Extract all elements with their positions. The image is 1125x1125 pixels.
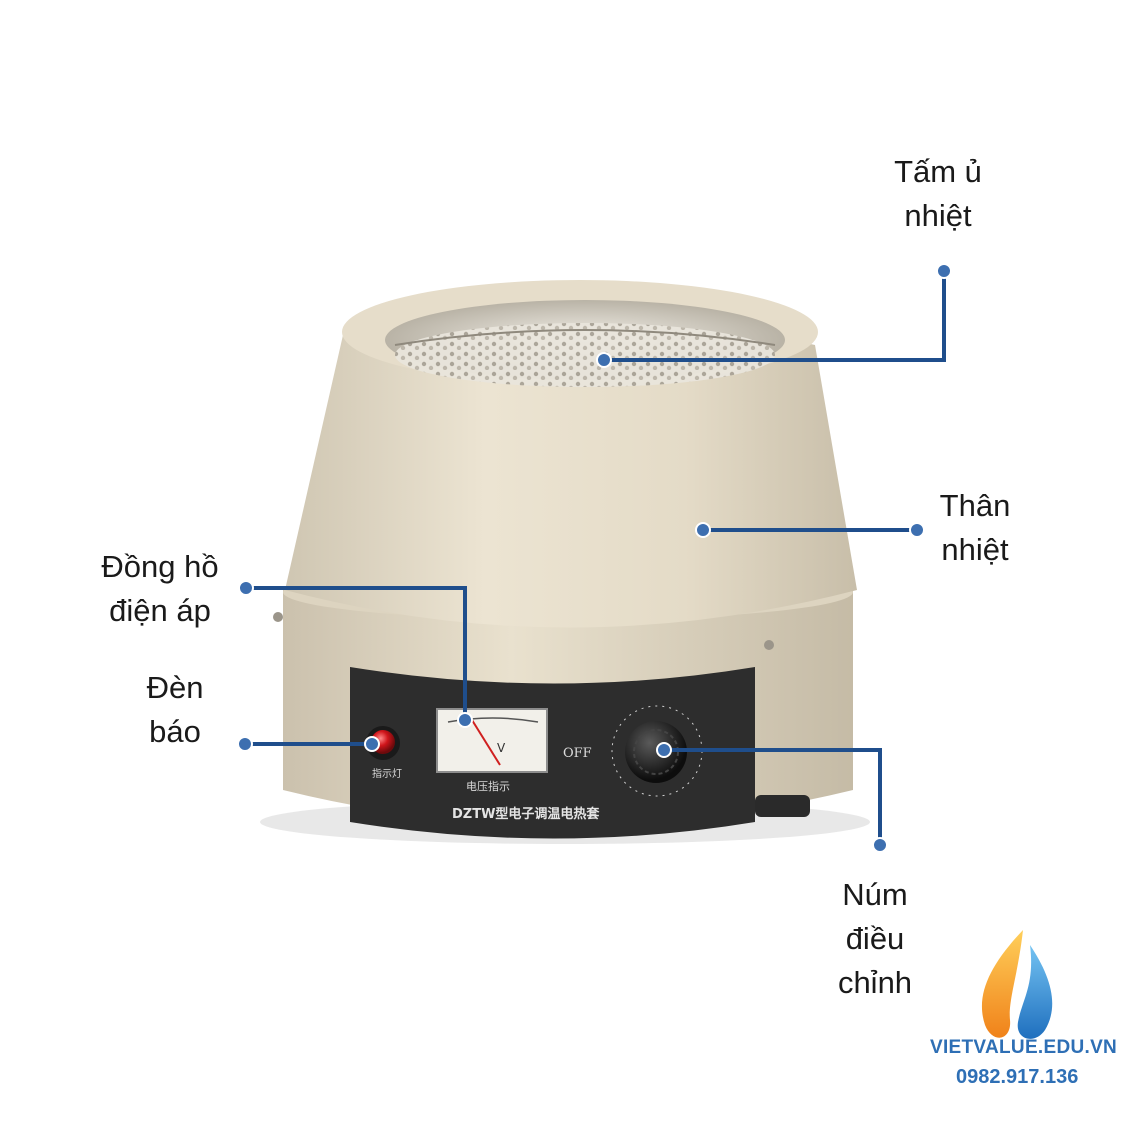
control-panel: 指示灯 V 电压指示 OFF DZTW型电子调温电热套 [350,667,755,839]
callout-control-knob: Núm điều chỉnh [815,873,935,1005]
callout-voltmeter-line2: điện áp [109,593,211,628]
callout-body-line1: Thân [939,488,1011,523]
callout-control-knob-line3: chỉnh [837,965,913,1000]
callout-voltmeter: Đồng hồ điện áp [85,545,235,633]
callout-indicator-lamp-line1: Đèn [146,670,204,705]
callout-control-knob-line1: Núm [842,877,908,912]
upper-body [285,280,857,628]
knob-pointer [664,748,882,845]
callout-body: Thân nhiệt [920,484,1030,572]
brand-name: VIETVALUE.EDU.VN [930,1037,1118,1058]
callout-control-knob-line2: điều [845,921,905,956]
meter-unit: V [497,741,506,755]
heating-plate-mesh [395,323,775,387]
brand-phone: 0982.917.136 [956,1066,1079,1088]
callout-heating-plate: Tấm ủ nhiệt [878,150,998,238]
callout-heating-plate-line2: nhiệt [904,198,972,233]
knob-off-label: OFF [563,746,592,761]
callout-indicator-lamp: Đèn báo [120,666,230,754]
model-label: DZTW型电子调温电热套 [452,806,600,822]
callout-lines [245,271,946,845]
callout-body-line2: nhiệt [941,532,1009,567]
lamp-caption: 指示灯 [372,767,402,780]
callout-indicator-lamp-line2: báo [149,714,201,749]
voltmeter [436,708,548,773]
heating-plate-pointer [604,271,946,362]
callout-voltmeter-line1: Đồng hồ [101,549,219,584]
vietvalue-logo-icon [981,930,1053,1039]
callout-heating-plate-line1: Tấm ủ [894,154,982,189]
voltmeter-pointer [246,586,467,720]
meter-caption: 电压指示 [466,779,510,793]
callout-dots [237,263,952,853]
